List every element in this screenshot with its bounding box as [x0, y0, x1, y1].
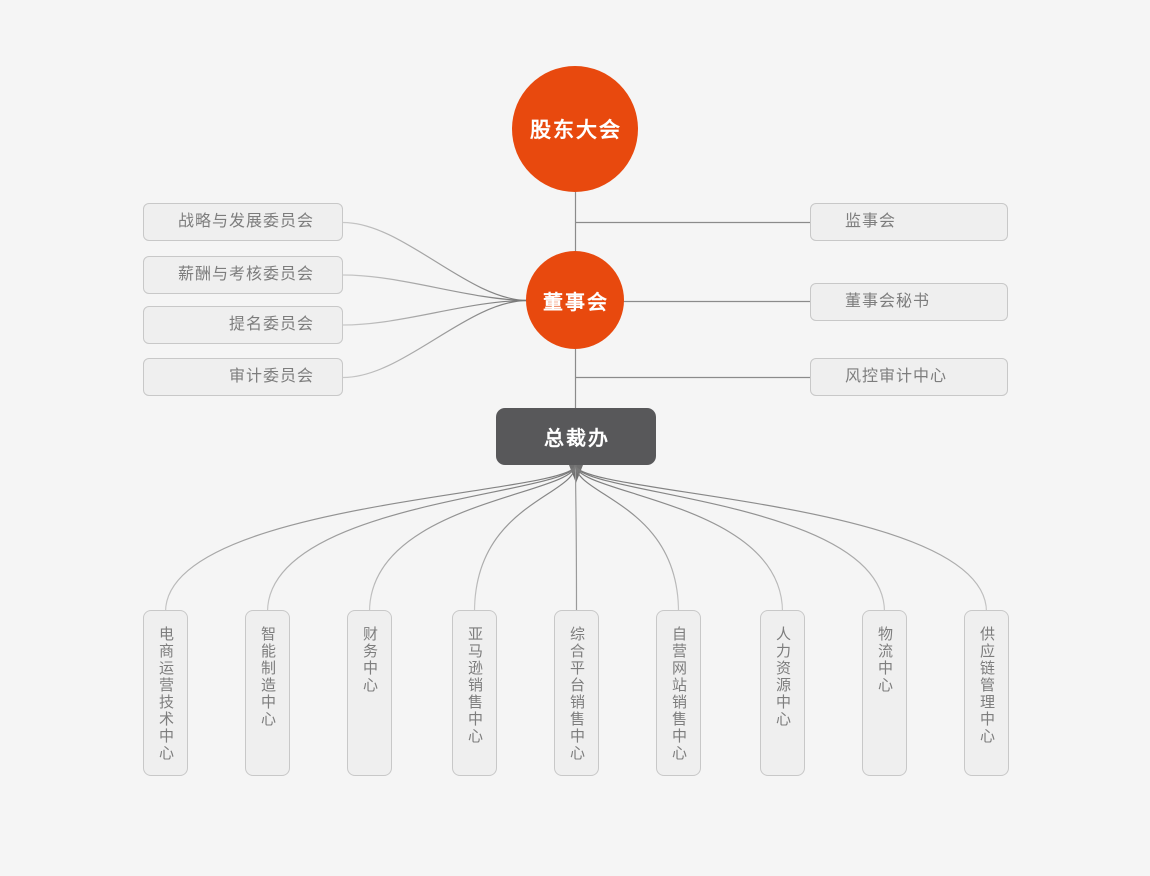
fan-junction-wedge [569, 465, 583, 483]
node-dept-amazon-sales-center[interactable]: 亚马逊销售中心 [452, 610, 497, 776]
edge-dept-logistics [574, 464, 886, 613]
edge-dept-supply-chain [574, 464, 988, 613]
dept-label: 自营网站销售中心 [670, 626, 687, 762]
edge-dept-smart-manufacturing [266, 464, 577, 613]
dept-label: 物流中心 [876, 626, 893, 694]
node-dept-logistics-center[interactable]: 物流中心 [862, 610, 907, 776]
dept-label: 亚马逊销售中心 [466, 626, 483, 745]
node-nomination-committee[interactable]: 提名委员会 [143, 306, 343, 344]
dept-label: 综合平台销售中心 [568, 626, 585, 762]
dept-label: 智能制造中心 [259, 626, 276, 728]
node-dept-human-resources-center[interactable]: 人力资源中心 [760, 610, 805, 776]
edge-dept-own-website-sales [574, 464, 680, 613]
node-shareholders-meeting-label: 股东大会 [530, 119, 622, 142]
edge-dept-human-resources [574, 464, 784, 613]
edge-dept-platform-sales [574, 464, 578, 613]
node-dept-supply-chain-center[interactable]: 供应链管理中心 [964, 610, 1009, 776]
edge-dept-ecommerce-ops [164, 464, 577, 613]
edge-compensation-committee [342, 274, 528, 302]
node-dept-smart-manufacturing-center[interactable]: 智能制造中心 [245, 610, 290, 776]
node-dept-finance-center[interactable]: 财务中心 [347, 610, 392, 776]
dept-label: 财务中心 [361, 626, 378, 694]
node-board-of-directors[interactable]: 董事会 [526, 251, 624, 349]
node-president-office[interactable]: 总裁办 [496, 408, 656, 465]
dept-label: 供应链管理中心 [978, 626, 995, 745]
node-board-of-directors-label: 董事会 [543, 291, 609, 314]
edge-dept-finance [368, 464, 577, 613]
node-supervisory-board[interactable]: 监事会 [810, 203, 1008, 241]
node-dept-own-website-sales-center[interactable]: 自营网站销售中心 [656, 610, 701, 776]
node-dept-ecommerce-ops-tech-center[interactable]: 电商运营技术中心 [143, 610, 188, 776]
edge-audit-committee [342, 299, 528, 379]
node-strategy-development-committee[interactable]: 战略与发展委员会 [143, 203, 343, 241]
node-audit-committee[interactable]: 审计委员会 [143, 358, 343, 396]
edge-nomination-committee [342, 299, 528, 326]
edge-strategy-committee [342, 221, 528, 302]
node-board-secretary[interactable]: 董事会秘书 [810, 283, 1008, 321]
node-dept-platform-sales-center[interactable]: 综合平台销售中心 [554, 610, 599, 776]
node-shareholders-meeting[interactable]: 股东大会 [512, 66, 638, 192]
dept-label: 人力资源中心 [774, 626, 791, 728]
node-risk-audit-center[interactable]: 风控审计中心 [810, 358, 1008, 396]
node-compensation-assessment-committee[interactable]: 薪酬与考核委员会 [143, 256, 343, 294]
node-president-office-label: 总裁办 [544, 428, 610, 450]
edge-dept-amazon-sales [473, 464, 577, 613]
dept-label: 电商运营技术中心 [157, 626, 174, 762]
